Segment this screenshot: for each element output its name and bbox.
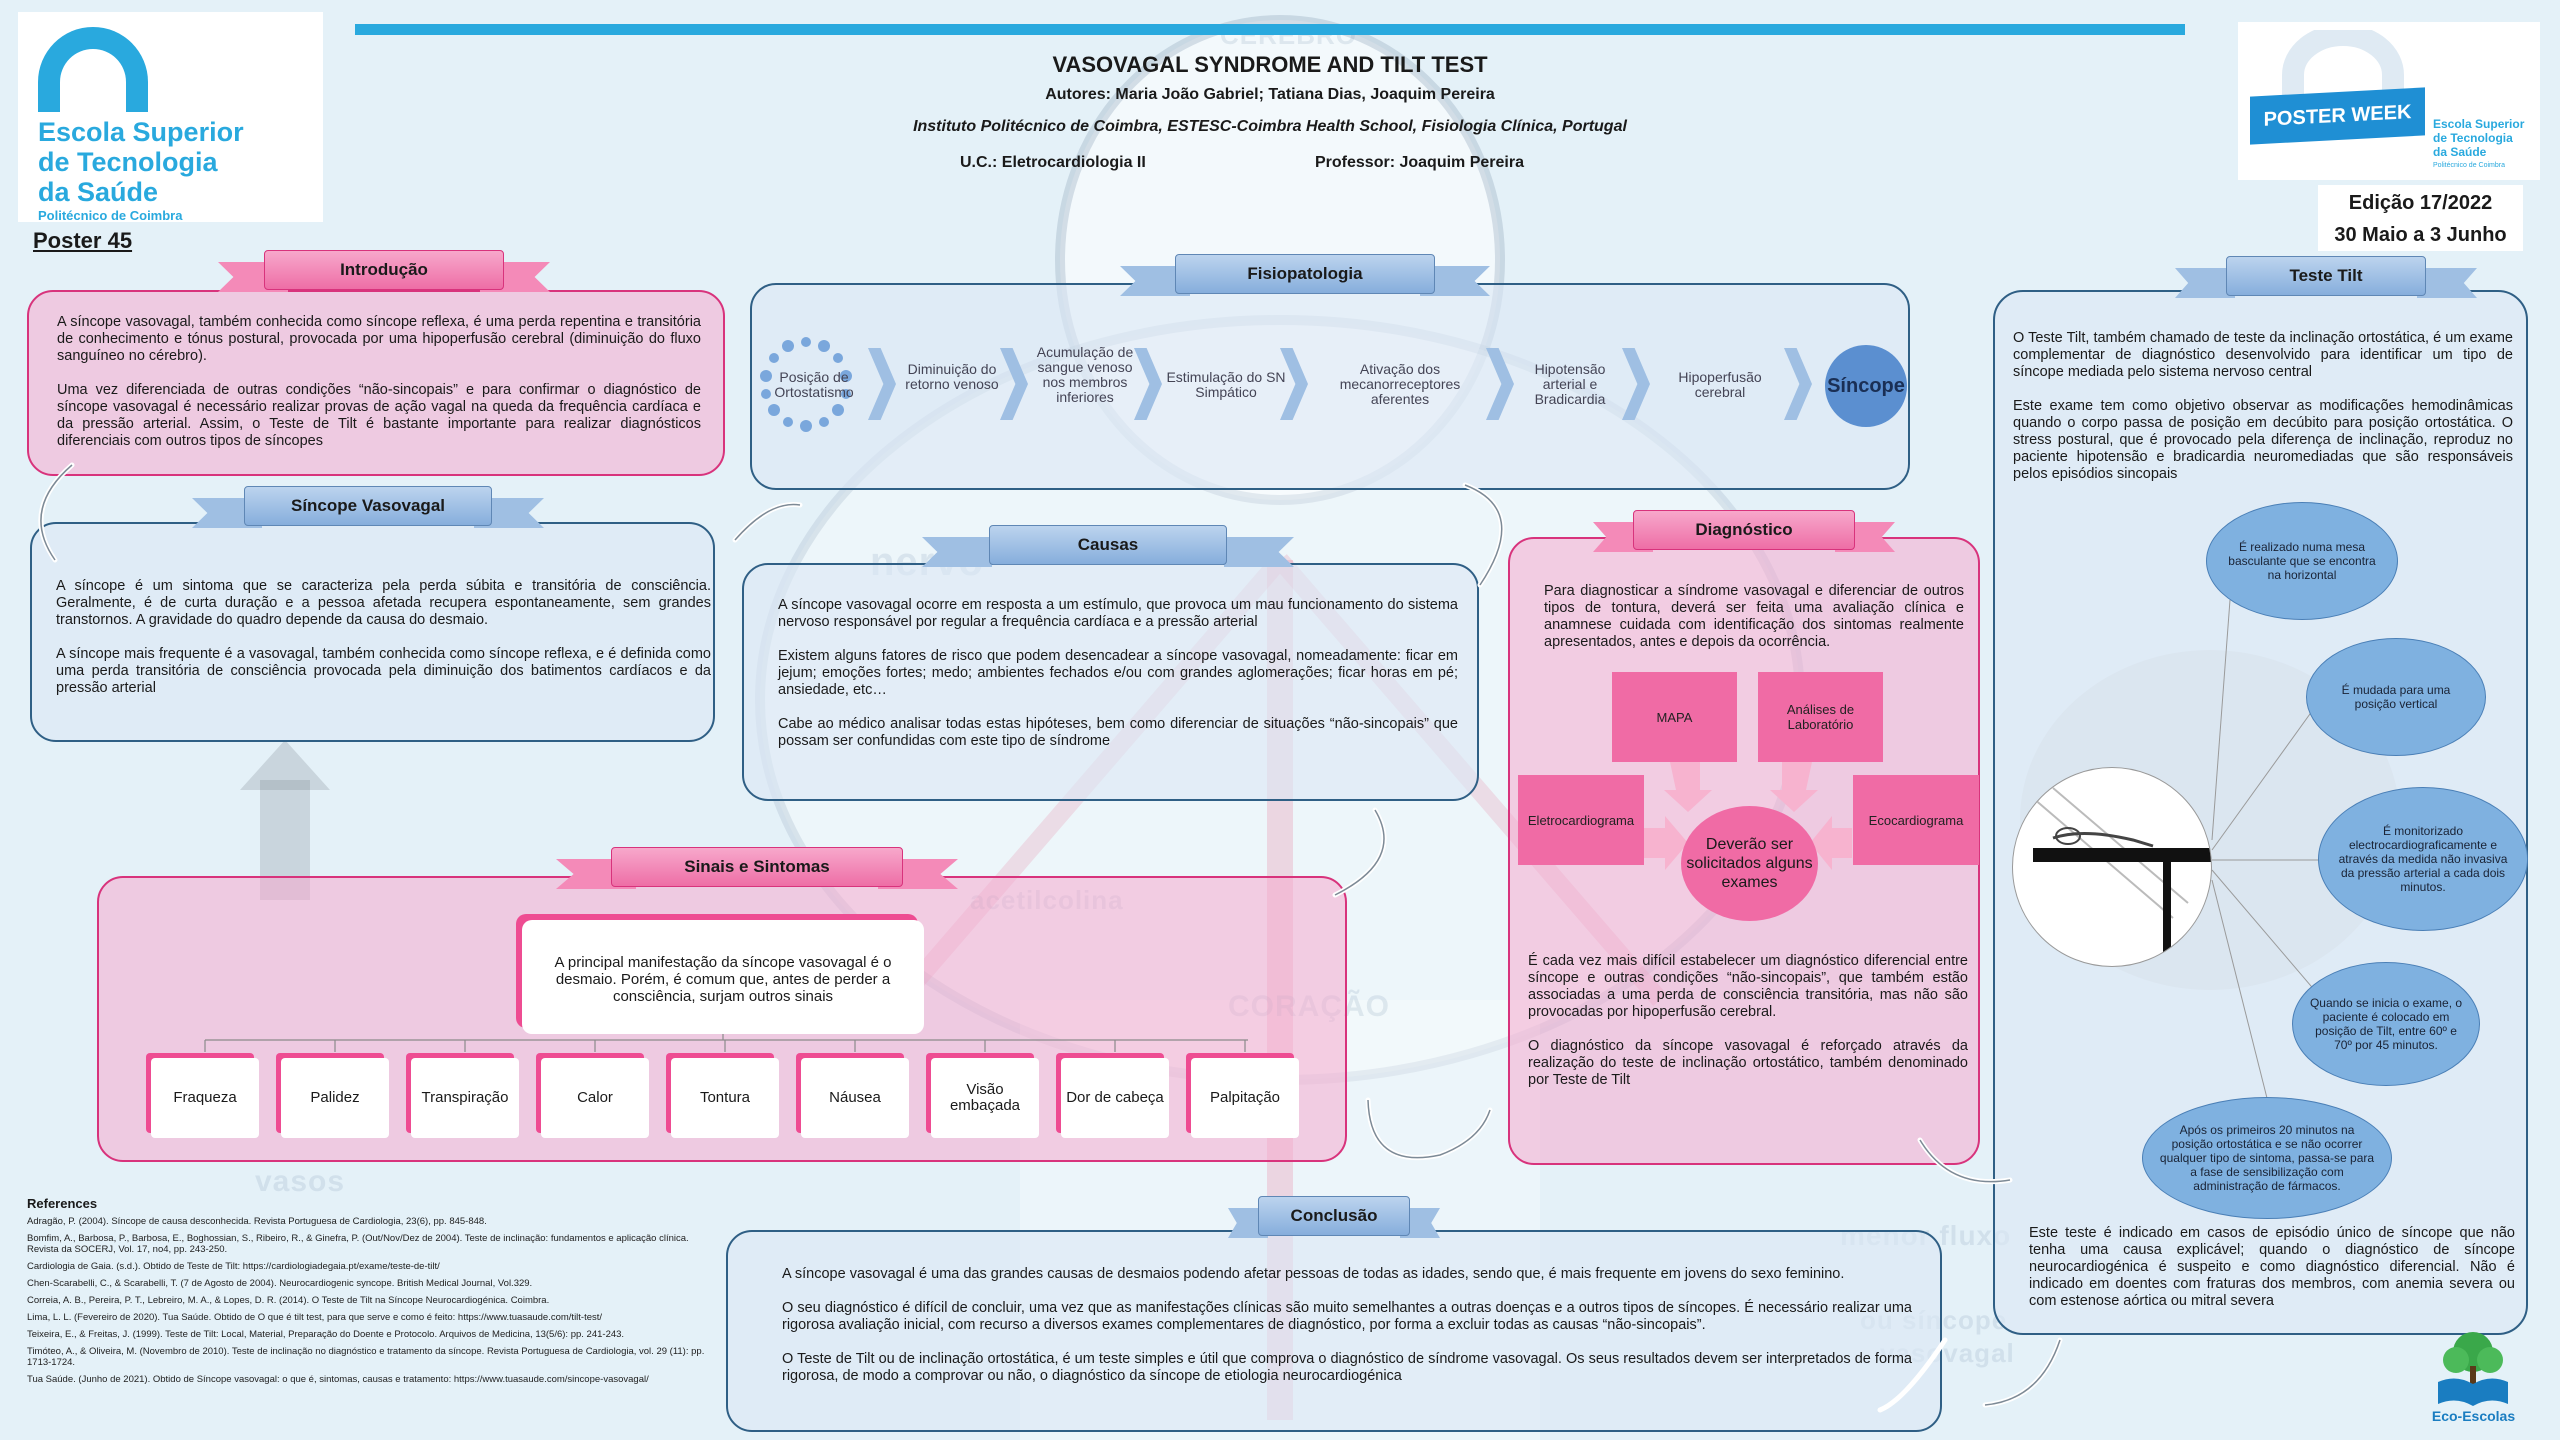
teste-tilt-closing: Este teste é indicado em casos de episód…	[2029, 1225, 2515, 1309]
curved-arrow-icon	[1982, 1337, 2063, 1408]
logo-arch-icon	[38, 27, 148, 112]
reference-item: Lima, L. L. (Fevereiro de 2020). Tua Saú…	[27, 1312, 603, 1323]
symptom-box: Visão embaçada	[931, 1058, 1039, 1138]
symptom-box: Palpitação	[1191, 1058, 1299, 1138]
reference-item: Cardiologia de Gaia. (s.d.). Obtido de T…	[27, 1261, 440, 1272]
poster-number: Poster 45	[33, 228, 133, 253]
edition-info: Edição 17/2022 30 Maio a 3 Junho	[2318, 185, 2523, 251]
section-title: Síncope Vasovagal	[244, 486, 492, 526]
flow-step: Posição de Ortostatismo	[774, 369, 854, 400]
section-title: Causas	[989, 525, 1227, 565]
sincope-outcome: Síncope	[1825, 345, 1907, 427]
poster-week-logo: POSTER WEEK Escola Superior de Tecnologi…	[2238, 22, 2540, 180]
professor: Professor: Joaquim Pereira	[1315, 154, 1524, 171]
diagnostico-intro: Para diagnosticar a síndrome vasovagal e…	[1544, 583, 1964, 650]
exam-box: Análises de Laboratório	[1758, 672, 1883, 762]
logo-subtitle: Politécnico de Coimbra	[38, 208, 183, 223]
section-title: Introdução	[264, 250, 504, 290]
tilt-table-icon	[2032, 787, 2211, 966]
exam-box: Ecocardiograma	[1853, 775, 1979, 865]
references-list: Adragão, P. (2004). Síncope de causa des…	[27, 1216, 707, 1391]
reference-item: Tua Saúde. (Junho de 2021). Obtido de Sí…	[27, 1374, 649, 1385]
reference-item: Teixeira, E., & Freitas, J. (1999). Test…	[27, 1329, 625, 1340]
reference-item: Bomfim, A., Barbosa, P., Barbosa, E., Bo…	[27, 1233, 689, 1255]
section-title: Sinais e Sintomas	[611, 847, 903, 887]
curved-arrow-icon	[1365, 1097, 1493, 1161]
poster-title: VASOVAGAL SYNDROME AND TILT TEST	[1052, 52, 1488, 77]
section-title: Conclusão	[1258, 1196, 1410, 1236]
causas-text: A síncope vasovagal ocorre em resposta a…	[778, 597, 1458, 749]
teste-tilt-ribbon: Teste Tilt	[2175, 256, 2477, 300]
flow-step: Hipoperfusão cerebral	[1678, 369, 1762, 400]
exam-box: MAPA	[1612, 672, 1737, 762]
introducao-text: A síncope vasovagal, também conhecida co…	[57, 314, 701, 449]
tilt-table-illustration	[2012, 767, 2212, 967]
flow-step: Acumulação de sangue venoso nos membros …	[1036, 344, 1134, 405]
diagnostico-text: É cada vez mais difícil estabelecer um d…	[1528, 953, 1968, 1088]
poster-authors: Autores: Maria João Gabriel; Tatiana Dia…	[1045, 86, 1495, 103]
symptom-box: Palidez	[281, 1058, 389, 1138]
section-title: Teste Tilt	[2226, 256, 2426, 296]
reference-item: Adragão, P. (2004). Síncope de causa des…	[27, 1216, 487, 1227]
conclusao-panel: A síncope vasovagal é uma das grandes ca…	[726, 1230, 1942, 1432]
tilt-step: Após os primeiros 20 minutos na posição …	[2142, 1097, 2392, 1219]
causas-panel: A síncope vasovagal ocorre em resposta a…	[742, 563, 1479, 801]
curved-arrow-icon	[1332, 807, 1387, 898]
symptom-box: Dor de cabeça	[1061, 1058, 1169, 1138]
tilt-step: É monitorizado electrocardiograficamente…	[2318, 787, 2528, 931]
reference-item: Correia, A. B., Pereira, P. T., Lebreiro…	[27, 1295, 550, 1306]
logo-name: Escola Superior de Tecnologia da Saúde	[38, 117, 244, 207]
ortostatismo-dots-icon	[760, 337, 852, 432]
poster-institution: Instituto Politécnico de Coimbra, ESTESC…	[913, 118, 1627, 135]
conclusao-text: A síncope vasovagal é uma das grandes ca…	[782, 1266, 1912, 1384]
section-title: Diagnóstico	[1633, 510, 1855, 550]
school-logo: Escola Superior de Tecnologia da Saúde P…	[18, 12, 323, 223]
tilt-step: É mudada para uma posição vertical	[2306, 638, 2486, 756]
tilt-step: É realizado numa mesa basculante que se …	[2206, 502, 2398, 620]
header-accent-bar	[355, 24, 2185, 35]
fisiopatologia-ribbon: Fisiopatologia	[1120, 254, 1490, 298]
sinais-main-box: A principal manifestação da síncope vaso…	[522, 920, 924, 1034]
sincope-vasovagal-text: A síncope é um sintoma que se caracteriz…	[56, 578, 711, 696]
watermark-text: vasos	[255, 1165, 346, 1198]
symptom-box: Tontura	[671, 1058, 779, 1138]
section-title: Fisiopatologia	[1175, 254, 1435, 294]
course-unit: U.C.: Eletrocardiologia II	[960, 154, 1146, 171]
conclusao-ribbon: Conclusão	[1228, 1196, 1440, 1240]
symptom-box: Transpiração	[411, 1058, 519, 1138]
tree-book-icon	[2438, 1332, 2508, 1406]
introducao-ribbon: Introdução	[218, 250, 550, 294]
flow-step: Ativação dos mecanorreceptores aferentes	[1339, 361, 1461, 407]
curved-arrow-icon	[732, 501, 803, 543]
introducao-panel: A síncope vasovagal, também conhecida co…	[27, 290, 725, 476]
teste-tilt-text: O Teste Tilt, também chamado de teste da…	[2013, 330, 2513, 482]
flow-step: Hipotensão arterial e Bradicardia	[1534, 361, 1606, 407]
sinais-ribbon: Sinais e Sintomas	[556, 847, 958, 891]
exams-center-circle: Deverão ser solicitados alguns exames	[1681, 806, 1818, 921]
tilt-step: Quando se inicia o exame, o paciente é c…	[2292, 962, 2480, 1086]
symptom-box: Náusea	[801, 1058, 909, 1138]
sincope-vasovagal-panel: A síncope é um sintoma que se caracteriz…	[30, 522, 715, 742]
symptom-box: Fraqueza	[151, 1058, 259, 1138]
causas-ribbon: Causas	[922, 525, 1294, 569]
sincope-vasovagal-ribbon: Síncope Vasovagal	[192, 486, 544, 530]
eco-escolas-logo: Eco-Escolas	[2426, 1330, 2521, 1430]
flow-step: Diminuição do retorno venoso	[905, 361, 999, 392]
references-title: References	[27, 1196, 98, 1211]
pw-school-name: Escola Superior de Tecnologia da Saúde	[2433, 117, 2525, 159]
fisiopatologia-panel	[750, 283, 1910, 490]
flow-step: Estimulação do SN Simpático	[1166, 369, 1286, 400]
reference-item: Chen-Scarabelli, C., & Scarabelli, T. (7…	[27, 1278, 533, 1289]
diagnostico-ribbon: Diagnóstico	[1593, 510, 1895, 554]
logo-arch-icon	[2282, 30, 2404, 110]
exam-box: Eletrocardiograma	[1518, 775, 1644, 865]
reference-item: Timóteo, A., & Oliveira, M. (Novembro de…	[27, 1346, 705, 1368]
symptom-box: Calor	[541, 1058, 649, 1138]
